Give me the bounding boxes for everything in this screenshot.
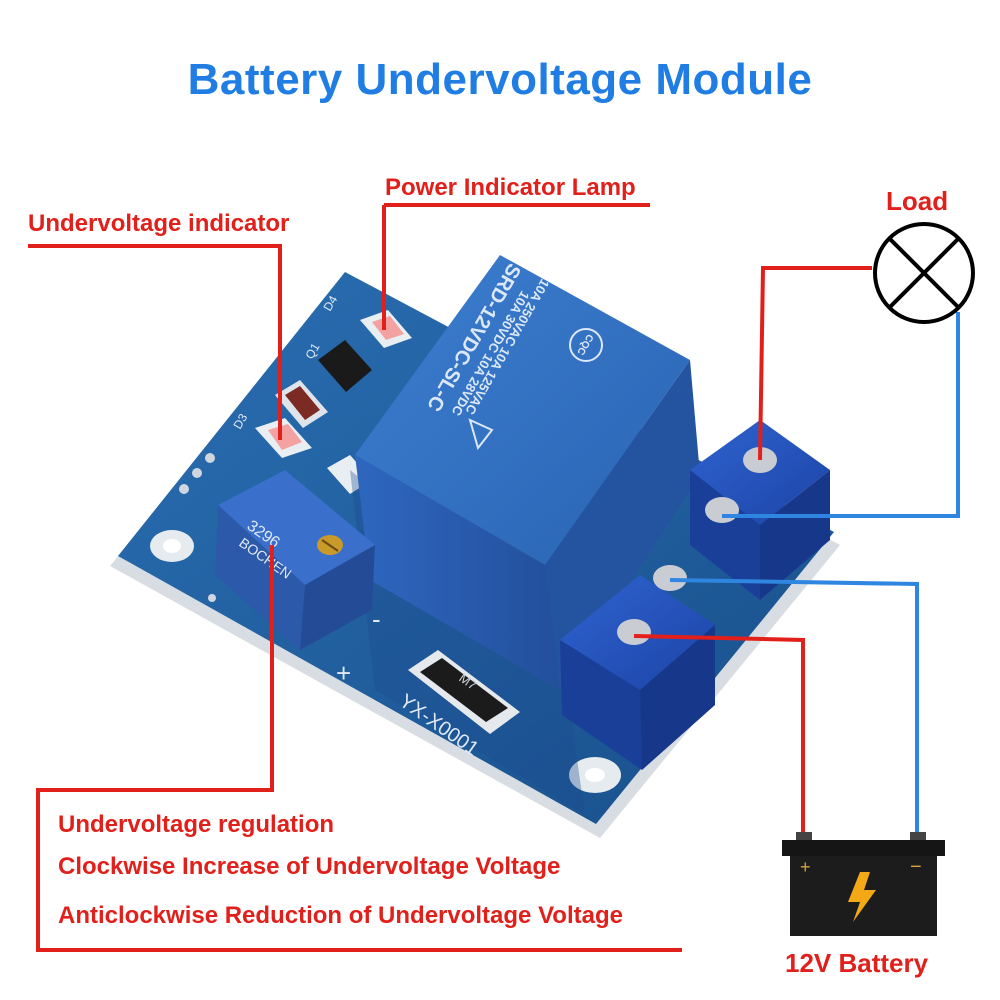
terminal-block-load xyxy=(690,420,830,600)
battery-icon: + − xyxy=(782,832,945,936)
terminal-screw xyxy=(705,497,739,523)
label-clockwise: Clockwise Increase of Undervoltage Volta… xyxy=(58,853,561,880)
terminal-screw xyxy=(653,565,687,591)
cqc-badge xyxy=(569,328,603,362)
mount-hole xyxy=(585,768,605,782)
mount-hole xyxy=(163,539,181,553)
wires xyxy=(633,266,960,838)
red-wire-load xyxy=(758,266,872,461)
led-d3 xyxy=(255,418,312,458)
red-wire-battery xyxy=(633,634,805,838)
silk-d4: D4 xyxy=(320,293,340,314)
silk-d3: D3 xyxy=(230,411,250,432)
diode-small xyxy=(275,380,328,428)
silk-minus: - xyxy=(372,604,381,634)
lightning-icon xyxy=(848,872,876,922)
battery-plus: + xyxy=(800,857,811,877)
label-power-indicator: Power Indicator Lamp xyxy=(385,174,636,201)
terminal-screw xyxy=(617,619,651,645)
diode-m7: M7 xyxy=(408,650,520,734)
lamp-icon xyxy=(873,222,975,324)
potentiometer: BOCHEN 3296 xyxy=(215,470,375,650)
warning-icon xyxy=(468,418,494,451)
transistor-q1 xyxy=(318,340,372,392)
blue-wire-battery xyxy=(669,578,919,838)
relay: CQC SRD-12VDC-SL-C 10A 250VAC 10A 125VAC… xyxy=(350,255,700,815)
terminal-block-power xyxy=(560,565,715,770)
label-undervoltage-indicator: Undervoltage indicator xyxy=(28,210,290,237)
page-title: Battery Undervoltage Module xyxy=(187,55,813,104)
silk-plus: + xyxy=(336,658,351,688)
battery-minus: − xyxy=(910,856,922,878)
blue-wire-load xyxy=(722,312,960,518)
label-regulation: Undervoltage regulation xyxy=(58,811,335,838)
label-load: Load xyxy=(886,186,949,216)
label-anticlockwise: Anticlockwise Reduction of Undervoltage … xyxy=(58,902,623,929)
leader-lines xyxy=(28,203,682,952)
label-battery: 12V Battery xyxy=(785,948,929,978)
